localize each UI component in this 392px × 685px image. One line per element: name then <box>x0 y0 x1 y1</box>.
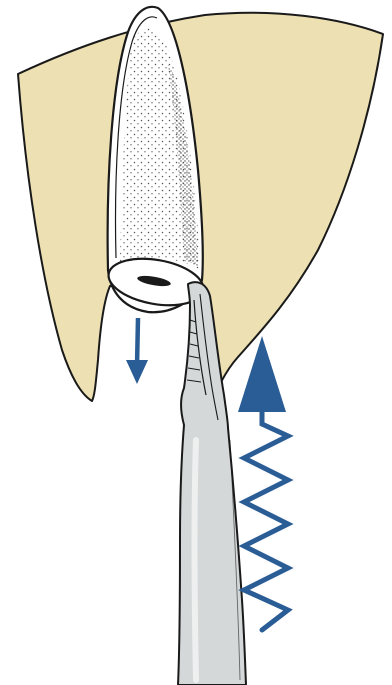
downward-displacement-arrow <box>126 318 148 384</box>
downward-arrow-head <box>126 360 148 384</box>
upward-wave-force-arrow <box>238 336 288 630</box>
upward-arrow-zigzag <box>244 410 288 630</box>
instrument-shaft-highlight <box>195 440 197 680</box>
downward-arrow-shaft <box>137 318 138 366</box>
